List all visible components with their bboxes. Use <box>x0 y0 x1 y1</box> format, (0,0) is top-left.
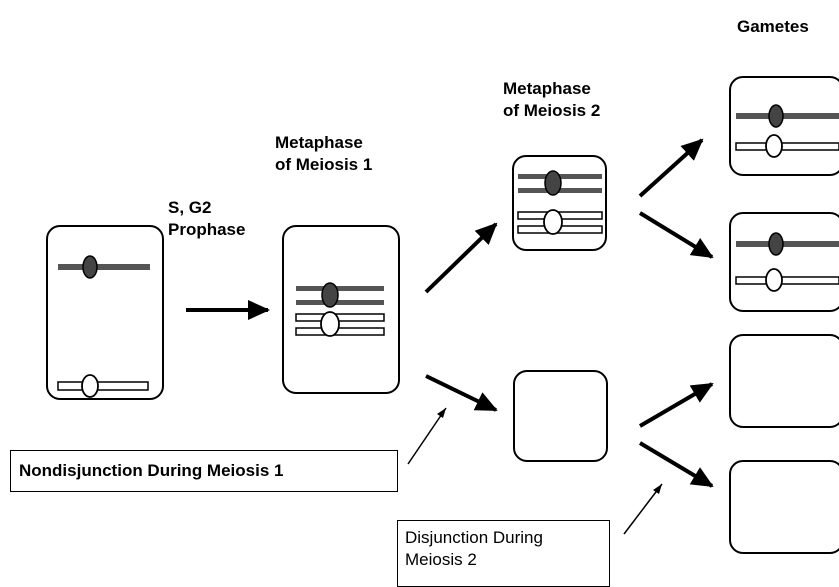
gamete-cell-2 <box>729 212 839 312</box>
metaphase1-label-line1: Metaphase <box>275 133 363 152</box>
metaphase-meiosis1-label: Metaphase of Meiosis 1 <box>275 132 372 176</box>
chromosome-light <box>57 374 149 398</box>
metaphase-meiosis2-label: Metaphase of Meiosis 2 <box>503 78 600 122</box>
sg2-label-line1: S, G2 <box>168 198 212 217</box>
disjunction-text-line2: Meiosis 2 <box>405 550 477 569</box>
arrow-to-gamete3 <box>638 382 714 428</box>
gametes-label: Gametes <box>737 17 809 36</box>
arrow-up-to-metaphase2 <box>424 222 498 294</box>
arrow-to-gamete4 <box>638 441 714 488</box>
gamete-cell-1 <box>729 76 839 176</box>
arrow-to-gamete1 <box>638 138 704 198</box>
metaphase2-label-line2: of Meiosis 2 <box>503 101 601 120</box>
metaphase1-label-line2: of Meiosis 1 <box>275 155 373 174</box>
chromosome-light-replicated <box>295 311 385 337</box>
nondisjunction-text: Nondisjunction During Meiosis 1 <box>19 461 284 480</box>
disjunction-text-line1: Disjunction During <box>405 528 543 547</box>
chromosome-dark-replicated <box>296 282 384 308</box>
m2-chromosome-dark <box>518 170 602 196</box>
s-g2-prophase-label: S, G2 Prophase <box>168 197 245 241</box>
arrow-down-to-empty-cell <box>425 374 498 412</box>
sg2-label-line2: Prophase <box>168 220 246 239</box>
disjunction-callout: Disjunction During Meiosis 2 <box>397 520 610 587</box>
metaphase1-cell <box>282 225 400 394</box>
nondisjunction-callout: Nondisjunction During Meiosis 1 <box>10 450 398 492</box>
chromosome-dark <box>58 255 150 279</box>
gamete2-chromosomes <box>735 232 839 292</box>
nondisjunction-pointer-head <box>437 408 446 418</box>
gamete1-chromosomes <box>735 104 839 158</box>
disjunction-pointer-head <box>653 484 662 494</box>
gamete-cell-4-empty <box>729 460 839 554</box>
nondisjunction-pointer <box>407 407 447 465</box>
initial-cell <box>46 225 164 400</box>
m2-chromosome-light <box>517 209 603 235</box>
arrow-to-gamete2 <box>638 211 714 259</box>
disjunction-pointer <box>623 483 663 535</box>
metaphase2-cell-bottom-empty <box>513 370 608 462</box>
metaphase2-cell-top <box>512 155 607 251</box>
gamete-cell-3-empty <box>729 334 839 428</box>
metaphase2-label-line1: Metaphase <box>503 79 591 98</box>
